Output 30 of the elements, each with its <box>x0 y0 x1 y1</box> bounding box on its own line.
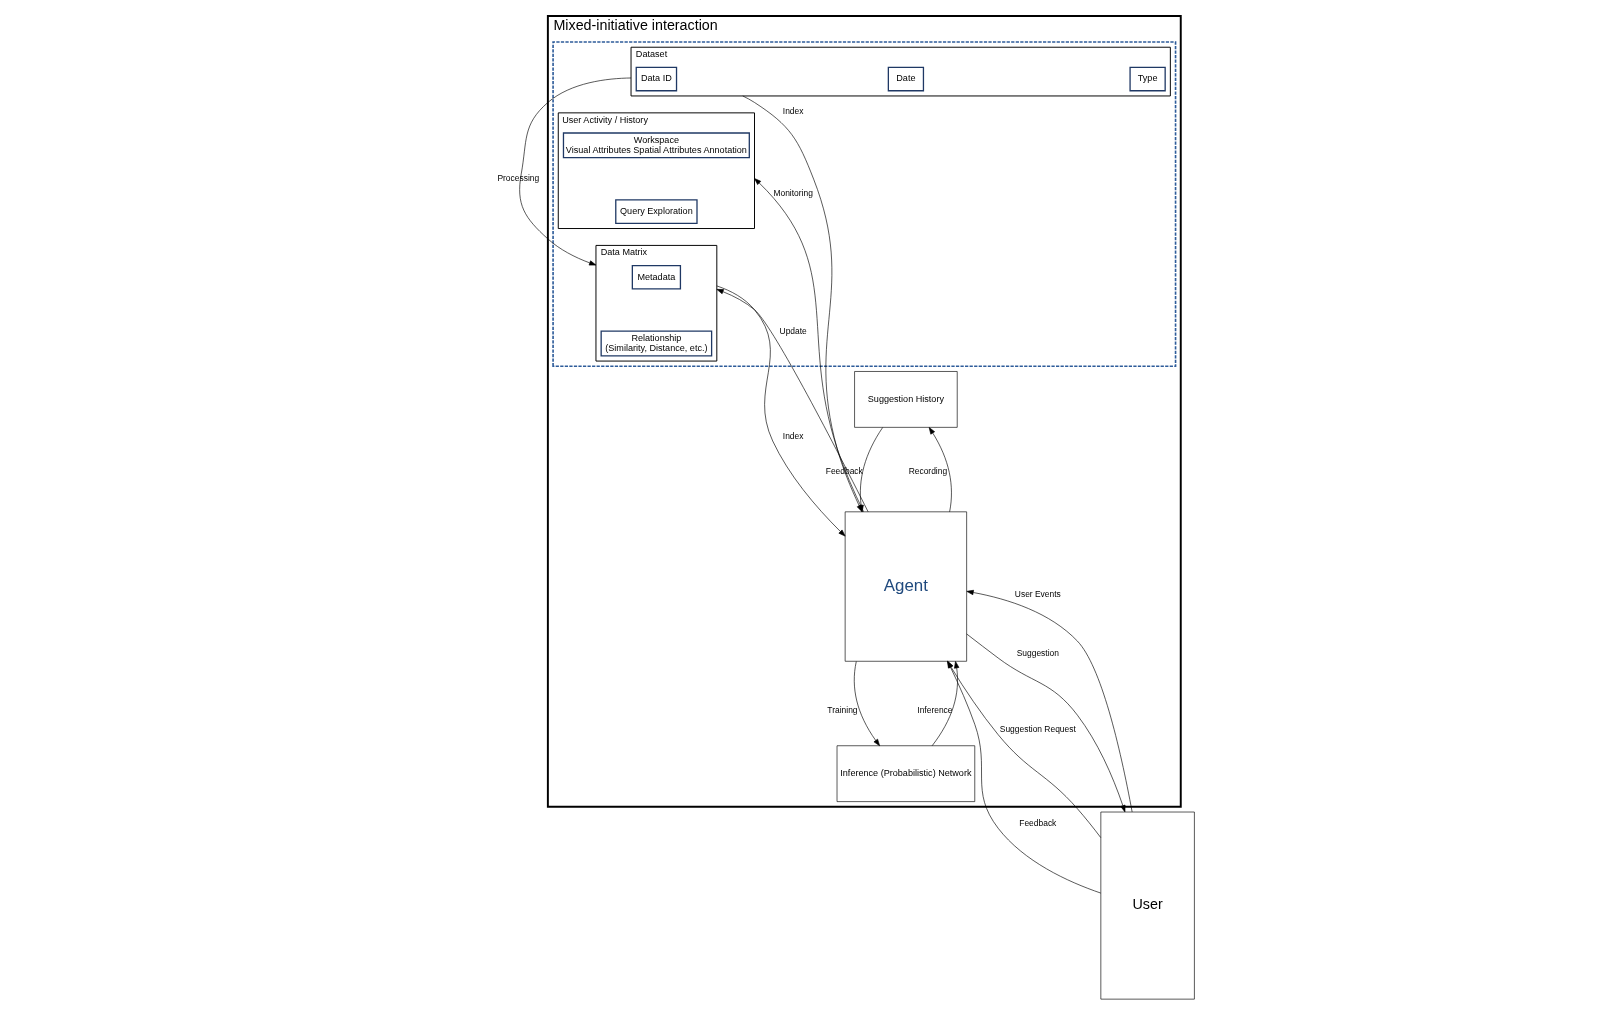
arrow <box>853 661 880 747</box>
arrow <box>716 285 846 537</box>
arrow <box>966 633 1126 813</box>
edge-label: Index <box>782 430 804 441</box>
edge-label: Inference <box>917 705 953 716</box>
edge-label: Index <box>782 105 804 116</box>
node-box: Metadata <box>631 264 682 290</box>
edge-label: Training <box>827 705 858 716</box>
edge-label: Update <box>779 326 807 337</box>
node-box: User <box>1100 811 1195 1000</box>
node-box: Type <box>1129 66 1166 92</box>
edge-label: Monitoring <box>773 188 813 199</box>
arrow <box>928 427 952 513</box>
edge-label: Feedback <box>1019 817 1057 828</box>
node-box: Agent <box>844 511 967 662</box>
node-box: Relationship (Similarity, Distance, etc.) <box>600 330 713 357</box>
edge-label: Suggestion <box>1016 647 1059 658</box>
node-box: Data ID <box>635 66 678 92</box>
cluster <box>552 41 1177 368</box>
node-box: Suggestion History <box>854 371 958 428</box>
edge-label: Suggestion Request <box>999 724 1076 735</box>
edge-label: Processing <box>497 172 540 183</box>
node-box: Query Exploration <box>615 199 698 224</box>
edge-label: User Events <box>1014 589 1061 600</box>
arrow <box>519 77 632 266</box>
edge-label: Recording <box>908 465 948 476</box>
node-box: Workspace Visual Attributes Spatial Attributes Annotation <box>562 132 750 159</box>
arrow <box>966 589 1133 813</box>
node-box: Date <box>887 66 925 92</box>
node-box: Inference (Probabilistic) Network <box>836 745 976 802</box>
